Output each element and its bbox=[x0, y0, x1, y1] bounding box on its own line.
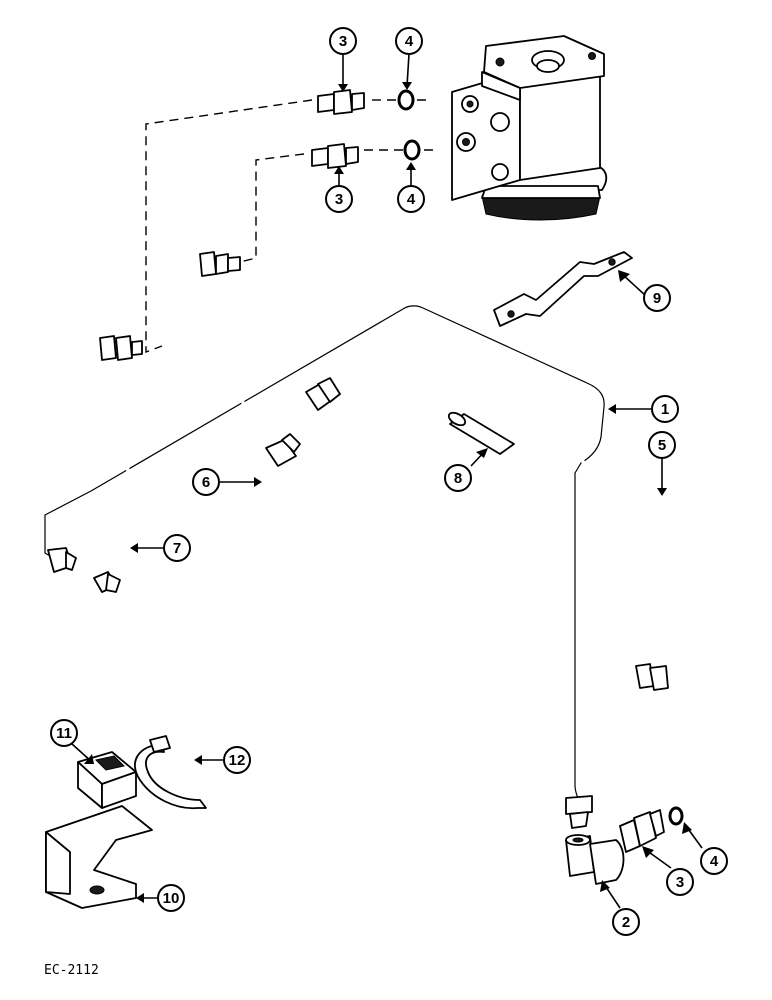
svg-text:4: 4 bbox=[407, 191, 416, 208]
pipe-6-end-fitting-top bbox=[199, 251, 241, 277]
svg-text:3: 3 bbox=[676, 874, 684, 891]
svg-text:4: 4 bbox=[405, 33, 414, 50]
callout-3-bottom: 3 bbox=[666, 868, 694, 896]
svg-text:3: 3 bbox=[335, 191, 343, 208]
callout-leaders bbox=[71, 53, 703, 909]
pipe-5 bbox=[324, 366, 724, 692]
pipe-6 bbox=[175, 260, 284, 486]
reference-code: EC-2112 bbox=[44, 963, 99, 978]
callout-4-lower: 4 bbox=[397, 185, 425, 213]
callout-10: 10 bbox=[157, 884, 185, 912]
svg-text:5: 5 bbox=[658, 437, 666, 454]
sealing-washer-bottom bbox=[668, 806, 684, 826]
union-fitting-bottom bbox=[619, 809, 665, 853]
callout-3-lower: 3 bbox=[325, 185, 353, 213]
svg-text:1: 1 bbox=[661, 401, 669, 418]
callout-6: 6 bbox=[192, 468, 220, 496]
svg-text:9: 9 bbox=[653, 290, 661, 307]
bracket-9 bbox=[493, 251, 633, 327]
pipe-7-end-fitting-top bbox=[99, 335, 143, 361]
callout-8: 8 bbox=[444, 464, 472, 492]
pipe-1-end-fitting-left bbox=[47, 547, 77, 573]
pipe-7-end-fitting-bottom bbox=[93, 571, 121, 593]
callout-11: 11 bbox=[50, 719, 78, 747]
callout-4-upper: 4 bbox=[395, 27, 423, 55]
svg-text:6: 6 bbox=[202, 474, 210, 491]
pipe-7 bbox=[78, 342, 143, 611]
bracket-10 bbox=[45, 805, 153, 909]
callout-4-bottom: 4 bbox=[700, 847, 728, 875]
svg-text:2: 2 bbox=[622, 914, 630, 931]
svg-text:10: 10 bbox=[163, 890, 180, 907]
steering-pump bbox=[451, 35, 608, 221]
svg-text:11: 11 bbox=[56, 725, 72, 742]
callout-12: 12 bbox=[223, 746, 251, 774]
svg-text:4: 4 bbox=[710, 853, 719, 870]
pipe-1-end-fitting-bottom bbox=[565, 795, 593, 829]
callout-9: 9 bbox=[643, 284, 671, 312]
elbow-fitting bbox=[565, 834, 625, 885]
union-fitting-lower bbox=[311, 143, 359, 169]
callout-1: 1 bbox=[651, 395, 679, 423]
svg-text:3: 3 bbox=[339, 33, 347, 50]
band-clamp-12 bbox=[134, 735, 207, 810]
callout-5: 5 bbox=[648, 431, 676, 459]
pipe-5-end-fitting-top bbox=[305, 377, 341, 411]
sealing-washer-lower bbox=[403, 139, 421, 161]
pipe-6-end-fitting-bottom bbox=[265, 433, 301, 467]
svg-text:7: 7 bbox=[173, 540, 181, 557]
callout-2: 2 bbox=[612, 908, 640, 936]
svg-text:12: 12 bbox=[229, 752, 246, 769]
callout-7: 7 bbox=[163, 534, 191, 562]
callout-3-upper: 3 bbox=[329, 27, 357, 55]
pipe-5-end-fitting-right bbox=[635, 663, 669, 691]
sealing-washer-upper bbox=[397, 89, 415, 111]
rubber-block-11 bbox=[77, 751, 137, 809]
svg-text:8: 8 bbox=[454, 470, 462, 487]
pipe-1 bbox=[40, 301, 605, 808]
sleeve-8 bbox=[447, 411, 515, 455]
union-fitting-upper bbox=[317, 89, 365, 115]
